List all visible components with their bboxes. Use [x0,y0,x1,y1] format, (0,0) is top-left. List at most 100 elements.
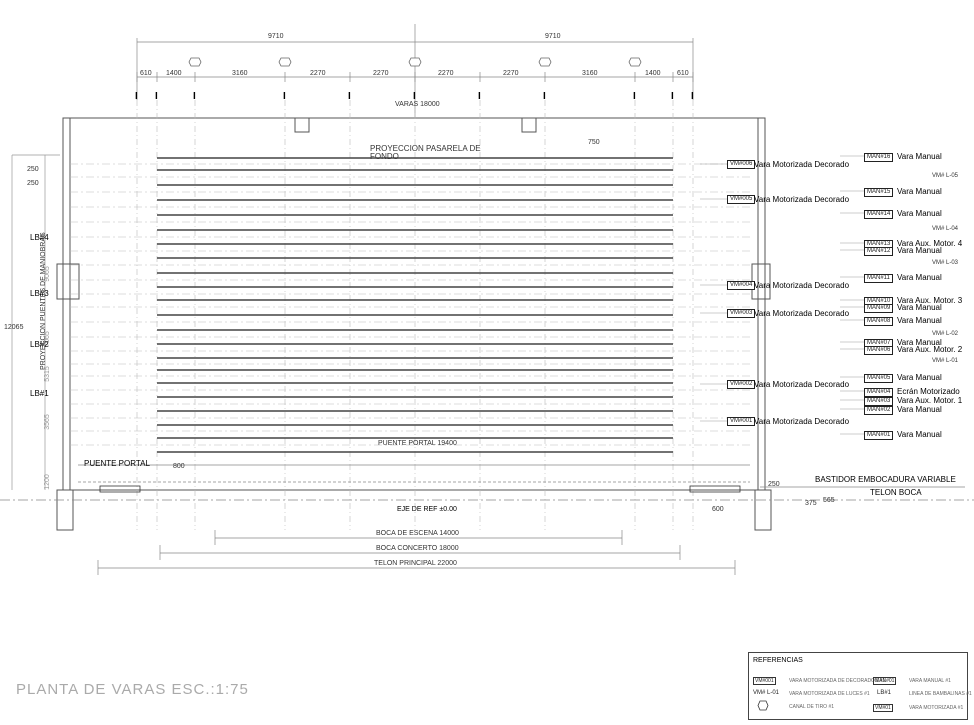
decorado-label: Vara Motorizada Decorado [754,160,850,169]
dim-1200: 1200 [43,474,51,490]
i-beam-marker: I [543,91,546,102]
vara-tag: MAN#16 [864,153,894,162]
ref-text-4: VARA MANUAL #1 [909,678,951,684]
dim-565: 565 [823,497,835,504]
hex-marker-icon [408,57,422,67]
vm-line-tag: VM# L-04 [932,226,959,232]
ref-text-6: VARA MOTORIZADA #1 [909,705,964,711]
i-beam-marker: I [193,91,196,102]
hex-marker-icon [628,57,642,67]
dim-750: 750 [588,139,600,146]
proy-puentes-label: PROYECCION PUENTES DE MANIOBRAS [40,232,47,370]
vara-tag: MAN#05 [864,374,894,383]
vm-line-tag: VM# L-01 [932,358,959,364]
vm-line-tag: VM# L-03 [932,260,959,266]
vara-label: Vara Manual [897,405,942,414]
i-beam-marker: I [348,91,351,102]
lb-tag-3: LB#3 [30,289,49,298]
top-segment-dim: 1400 [166,70,182,77]
vm-line-tag: VM# L-02 [932,331,959,337]
hex-marker-icon [278,57,292,67]
boca-concierto-label: BOCA CONCERTO 18000 [376,545,459,552]
vara-tag: MAN#09 [864,304,894,313]
top-segment-dim: 2270 [438,70,454,77]
vara-label: Vara Manual [897,152,942,161]
vara-tag: MAN#12 [864,247,894,256]
decorado-tag: VM#004 [727,281,756,290]
vara-tag: MAN#15 [864,188,894,197]
top-segment-dim: 610 [140,70,152,77]
eje-ref-label: EJE DE REF ±0.00 [397,506,457,513]
references-header: REFERENCIAS [753,657,803,664]
i-beam-marker: I [283,91,286,102]
telon-principal-label: TELON PRINCIPAL 22000 [374,560,457,567]
vara-label: Vara Manual [897,373,942,382]
dim-half-right: 9710 [545,33,561,40]
top-segment-dim: 3160 [232,70,248,77]
vara-label: Vara Manual [897,303,942,312]
dim-half-left: 9710 [268,33,284,40]
vara-tag: MAN#02 [864,406,894,415]
dim-3565: 3565 [43,414,51,430]
vara-label: Vara Manual [897,430,942,439]
vm-line-tag: VM# L-05 [932,173,959,179]
ref-text-5: LINEA DE BAMBALINAS #1 [909,691,972,697]
puente-portal-dim: PUENTE PORTAL 19400 [378,440,457,447]
ref-tag-5: LB#1 [877,690,892,696]
vara-tag: MAN#06 [864,346,894,355]
references-box: REFERENCIAS VM#001 VARA MOTORIZADA DE DE… [748,652,972,720]
vara-tag: MAN#11 [864,274,893,283]
dim-12065: 12065 [4,324,24,331]
decorado-label: Vara Motorizada Decorado [754,380,850,389]
i-beam-marker: I [478,91,481,102]
dim-600: 600 [712,506,724,513]
hex-marker-icon [188,57,202,67]
telon-boca-label: TELON BOCA [870,488,922,497]
vara-label: Vara Aux. Motor. 1 [897,396,963,405]
vara-tag: MAN#14 [864,210,894,219]
lb-tag-1: LB#1 [30,389,49,398]
decorado-label: Vara Motorizada Decorado [754,417,850,426]
ref-tag-1: VM#001 [753,677,776,685]
proy-pasarela-2: FONDO [370,152,399,161]
top-segment-dim: 1400 [645,70,661,77]
hex-icon [757,700,769,711]
decorado-label: Vara Motorizada Decorado [754,309,850,318]
decorado-tag: VM#003 [727,309,756,318]
ref-text-1: VARA MOTORIZADA DE DECORADOS #1 [789,678,886,684]
puente-portal-label: PUENTE PORTAL [84,459,150,468]
i-beam-marker: I [155,91,158,102]
decorado-tag: VM#001 [727,417,756,426]
top-segment-dim: 3160 [582,70,598,77]
ref-tag-4: MAN#01 [873,677,897,685]
vara-label: Vara Manual [897,187,942,196]
ref-tag-6: VM#01 [873,704,893,712]
top-segment-dim: 610 [677,70,689,77]
ref-tag-2: VM# L-01 [753,690,780,696]
hex-marker-icon [538,57,552,67]
bastidor-label: BASTIDOR EMBOCADURA VARIABLE [815,475,956,484]
vara-label: Vara Manual [897,246,942,255]
i-beam-marker: I [691,91,694,102]
i-beam-marker: I [135,91,138,102]
boca-escena-label: BOCA DE ESCENA 14000 [376,530,459,537]
lb-tag-4: LB#4 [30,233,49,242]
decorado-tag: VM#006 [727,160,756,169]
decorado-label: Vara Motorizada Decorado [754,281,850,290]
i-beam-marker: I [633,91,636,102]
vara-tag: MAN#04 [864,388,894,397]
vara-tag: MAN#03 [864,397,894,406]
lb-tag-2: LB#2 [30,340,49,349]
ref-text-2: VARA MOTORIZADA DE LUCES #1 [789,691,870,697]
ref-text-3: CANAL DE TIRO #1 [789,704,835,710]
dim-250a: 250 [27,166,39,173]
dim-250b: 250 [27,180,39,187]
vara-label: Vara Manual [897,209,942,218]
vara-tag: MAN#08 [864,317,894,326]
dim-250c: 250 [768,481,780,488]
proy-pasarela-1: PROYECCION PASARELA DE [370,144,481,153]
vara-label: Vara Aux. Motor. 4 [897,239,963,248]
vara-label: Vara Aux. Motor. 2 [897,345,963,354]
drawing-title: PLANTA DE VARAS ESC.:1:75 [16,681,249,698]
